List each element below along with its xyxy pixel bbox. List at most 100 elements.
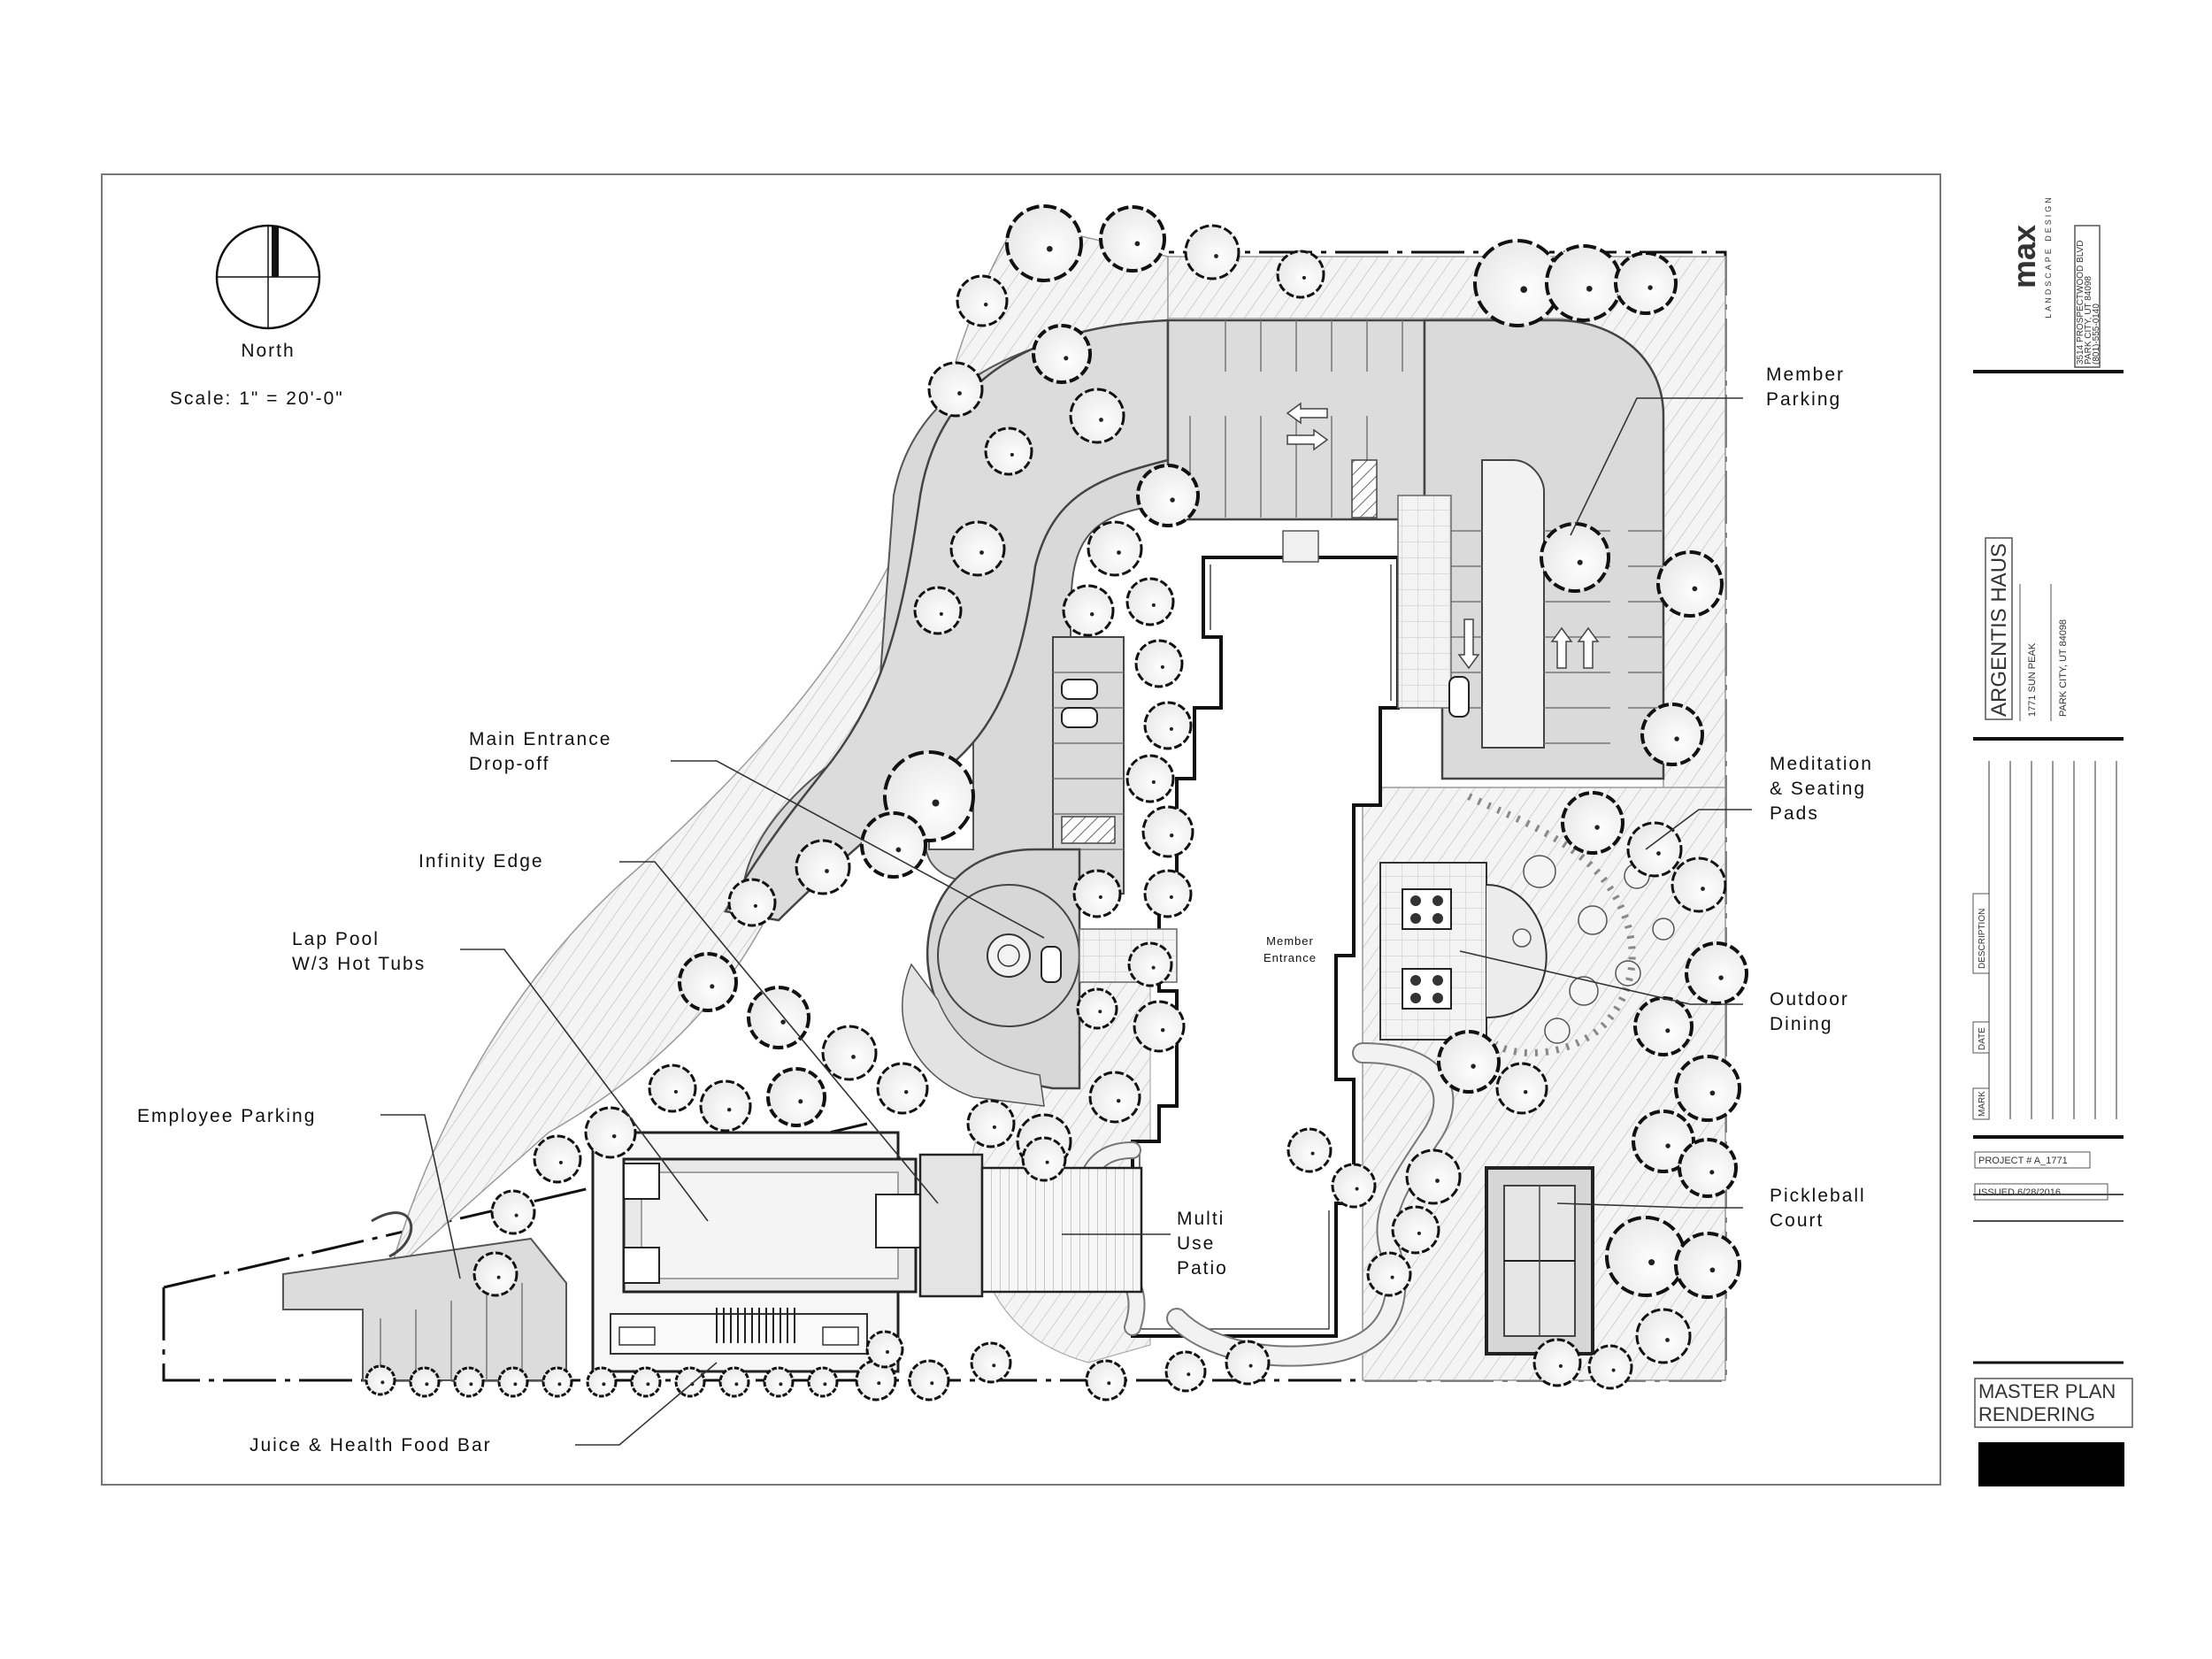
tree-trunk xyxy=(1523,1089,1528,1094)
tree-trunk xyxy=(886,1350,889,1354)
tree-canopy xyxy=(1540,522,1610,593)
building-entry-walk-north xyxy=(1282,530,1319,563)
sheet-title-line-2: RENDERING xyxy=(1978,1403,2095,1425)
tree-canopy xyxy=(497,1366,529,1398)
tree-canopy xyxy=(1136,464,1200,527)
tree-trunk xyxy=(1656,851,1661,856)
tree-canopy xyxy=(1021,1136,1067,1182)
tree-canopy xyxy=(727,878,777,927)
drop-off-curve xyxy=(902,963,1045,1107)
tree-canopy xyxy=(1674,1232,1741,1299)
tree-canopy xyxy=(1032,324,1092,384)
tree-canopy xyxy=(913,586,963,635)
tree-canopy xyxy=(1545,244,1623,322)
traffic-arrows xyxy=(1286,402,1600,670)
rev-header-date: DATE xyxy=(1978,1027,1987,1050)
tree-canopy xyxy=(1678,1138,1738,1198)
tree-trunk xyxy=(1010,452,1014,457)
tree-trunk xyxy=(710,984,715,989)
tree-trunk xyxy=(1045,1160,1049,1164)
tree-canopy xyxy=(490,1189,536,1235)
hot-tub-1 xyxy=(623,1163,660,1200)
label-juice-bar: Juice & Health Food Bar xyxy=(250,1435,492,1455)
tree-trunk xyxy=(992,1125,996,1129)
tree-trunk xyxy=(1471,1064,1476,1069)
tree-trunk xyxy=(903,1089,909,1094)
tree-canopy xyxy=(1062,584,1115,637)
tree-trunk xyxy=(1098,895,1102,899)
tree-canopy xyxy=(1366,1251,1412,1297)
tree-trunk xyxy=(1302,275,1306,280)
tree-canopy xyxy=(678,952,738,1012)
tree-trunk xyxy=(1390,1275,1394,1279)
tree-trunk xyxy=(1701,887,1705,891)
trees-group xyxy=(365,204,1748,1402)
tree-canopy xyxy=(1532,1338,1582,1387)
tree-canopy xyxy=(1225,1340,1271,1386)
infinity-edge-basin xyxy=(918,1153,984,1298)
sheet-title-line-1: MASTER PLAN xyxy=(1978,1380,2116,1402)
tree-trunk xyxy=(1099,418,1103,422)
employee-parking-stalls xyxy=(380,1283,523,1380)
tree-trunk xyxy=(1134,241,1141,247)
tree-canopy xyxy=(984,426,1033,476)
tree-trunk xyxy=(1169,726,1173,731)
juice-bar-stools xyxy=(716,1308,795,1343)
revision-lines xyxy=(1988,761,2117,1119)
firm-name: max xyxy=(2006,225,2042,288)
tree-trunk xyxy=(1169,833,1174,838)
label-employee-parking: Employee Parking xyxy=(137,1106,316,1126)
tree-canopy xyxy=(956,274,1009,327)
tree-trunk xyxy=(1170,497,1175,503)
tree-trunk xyxy=(1117,550,1121,555)
tree-trunk xyxy=(1187,1372,1191,1377)
tree-trunk xyxy=(932,799,940,807)
tree-trunk xyxy=(779,1382,783,1386)
tree-canopy xyxy=(718,1366,750,1398)
tree-canopy xyxy=(1087,520,1143,577)
sheet-number-block xyxy=(1978,1442,2124,1486)
tree-trunk xyxy=(1674,736,1679,741)
tree-canopy xyxy=(747,986,810,1049)
tree-canopy xyxy=(1671,856,1727,913)
tree-trunk xyxy=(1151,965,1156,970)
tree-canopy xyxy=(648,1064,697,1113)
tree-trunk xyxy=(1692,586,1698,592)
roundabout-fountain-inner xyxy=(997,944,1020,967)
roundabout-fountain xyxy=(987,933,1031,978)
tree-trunk xyxy=(992,1363,996,1368)
firm-sub: LANDSCAPE DESIGN xyxy=(2044,195,2053,319)
meditation-path xyxy=(1467,793,1636,1056)
tree-trunk xyxy=(979,550,984,555)
label-infinity-edge: Infinity Edge xyxy=(419,851,544,872)
tree-canopy xyxy=(821,1025,878,1081)
tree-canopy xyxy=(766,1067,826,1127)
tree-canopy xyxy=(1276,250,1325,299)
tree-trunk xyxy=(1558,1363,1563,1368)
tree-canopy xyxy=(1331,1163,1377,1209)
tree-canopy xyxy=(1072,869,1122,918)
tree-canopy xyxy=(1127,941,1173,987)
employee-drive-curve xyxy=(371,1211,413,1258)
tree-canopy xyxy=(541,1366,573,1398)
dining-table-south xyxy=(1402,968,1452,1010)
tree-trunk xyxy=(1648,1259,1655,1266)
tree-canopy xyxy=(1587,1344,1633,1390)
tree-canopy xyxy=(1125,754,1175,803)
tree-trunk xyxy=(1089,611,1094,617)
drawing-border xyxy=(101,173,1941,1486)
north-arrow xyxy=(215,224,321,330)
member-entry-walk xyxy=(1397,495,1452,709)
tree-trunk xyxy=(380,1380,385,1385)
tree-trunk xyxy=(1151,603,1156,607)
tree-trunk xyxy=(851,1055,856,1059)
tree-canopy xyxy=(1143,869,1193,918)
project-address-2: PARK CITY, UT 84098 xyxy=(2058,619,2069,717)
tree-canopy xyxy=(1635,1308,1692,1364)
tree-trunk xyxy=(1435,1179,1440,1183)
accessible-stall xyxy=(1351,459,1378,518)
